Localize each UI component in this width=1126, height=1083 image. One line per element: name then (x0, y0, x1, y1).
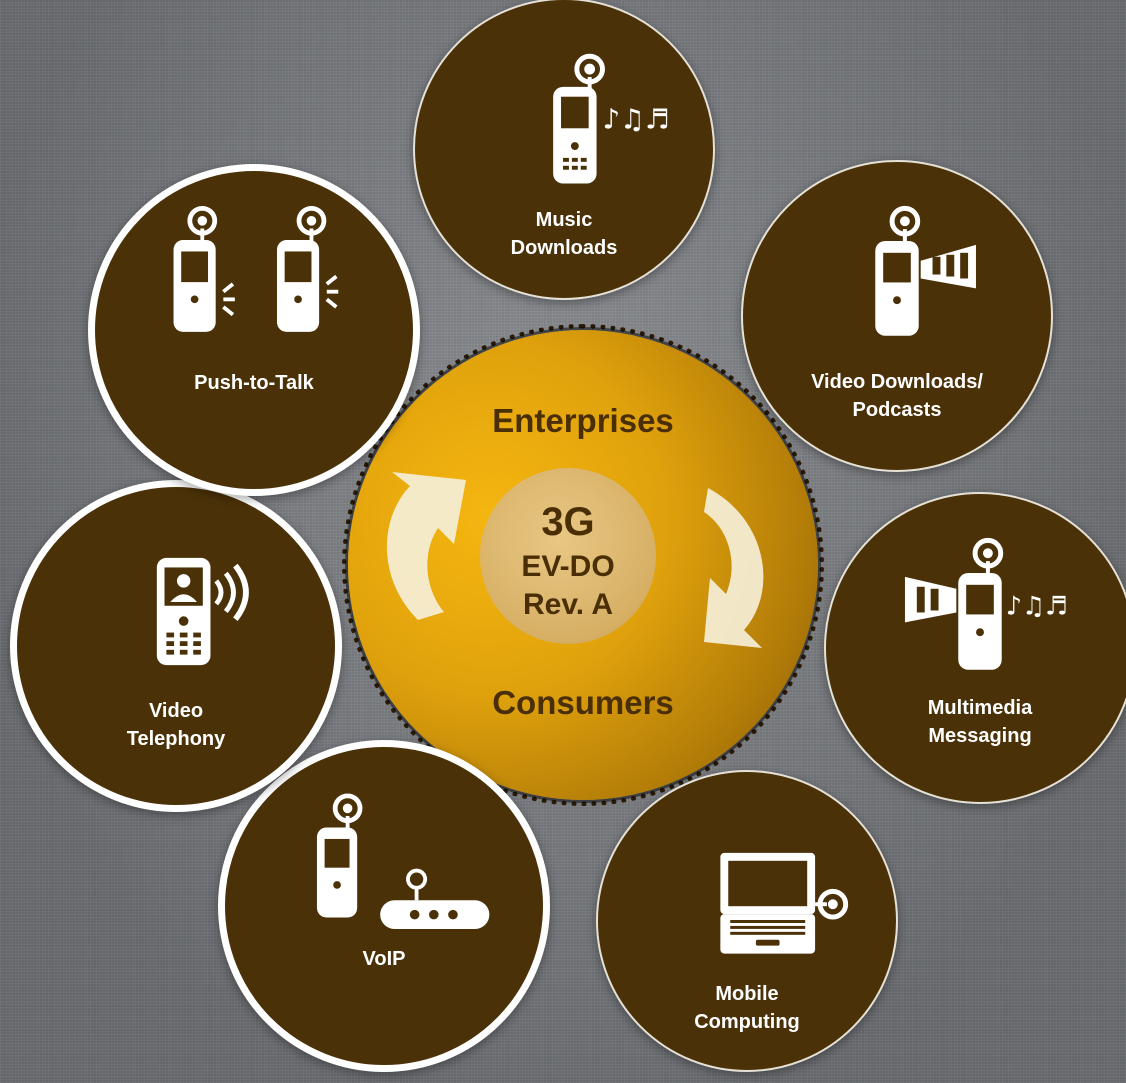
phone-video-icon (875, 205, 976, 336)
voip-node: VoIP (218, 740, 550, 1072)
multimedia-messaging-label-1: Multimedia (927, 697, 1033, 719)
video-phone-icon (156, 557, 249, 666)
multimedia-messaging-label-2: Messaging (928, 725, 1032, 747)
video-downloads-node: Video Downloads/ Podcasts (741, 160, 1053, 472)
mobile-computing-label-1: Mobile (715, 983, 779, 1005)
laptop-icon (720, 852, 849, 954)
svg-text:♪♫♬: ♪♫♬ (602, 102, 669, 135)
voip-label: VoIP (362, 948, 406, 970)
mobile-computing-node: Mobile Computing (596, 770, 898, 1072)
push-to-talk-node: Push-to-Talk (88, 164, 420, 496)
enterprises-label: Enterprises (492, 402, 674, 439)
music-downloads-node: ♪♫♬ Music Downloads (413, 0, 715, 300)
push-to-talk-label: Push-to-Talk (194, 372, 314, 394)
core-circle (480, 468, 656, 644)
consumers-label: Consumers (492, 684, 674, 721)
video-downloads-label-2: Podcasts (852, 399, 942, 421)
cycle-arrows (386, 472, 764, 648)
phone-multimedia-icon: ♪♫♬ (904, 537, 1068, 670)
music-downloads-label-1: Music (535, 209, 593, 231)
two-phones-icon (173, 205, 339, 332)
core-evdo-label: EV-DO (521, 550, 615, 583)
cycle-arrow-right-icon (704, 488, 764, 648)
core-rev-label: Rev. A (522, 588, 614, 621)
video-telephony-node: Video Telephony (10, 480, 342, 812)
video-telephony-label-1: Video (148, 700, 204, 722)
phone-router-icon (316, 793, 490, 929)
mobile-computing-label-2: Computing (694, 1011, 800, 1033)
core-3g-label: 3G (541, 500, 595, 544)
video-downloads-label-1: Video Downloads/ (811, 371, 983, 393)
video-telephony-label-2: Telephony (126, 728, 226, 750)
hub-dotted-border (342, 324, 824, 806)
svg-text:♪♫♬: ♪♫♬ (1006, 591, 1068, 621)
phone-music-icon: ♪♫♬ (553, 53, 670, 184)
cycle-arrow-left-icon (386, 472, 466, 620)
music-downloads-label-2: Downloads (510, 237, 618, 259)
multimedia-messaging-node: ♪♫♬ Multimedia Messaging (824, 492, 1126, 804)
